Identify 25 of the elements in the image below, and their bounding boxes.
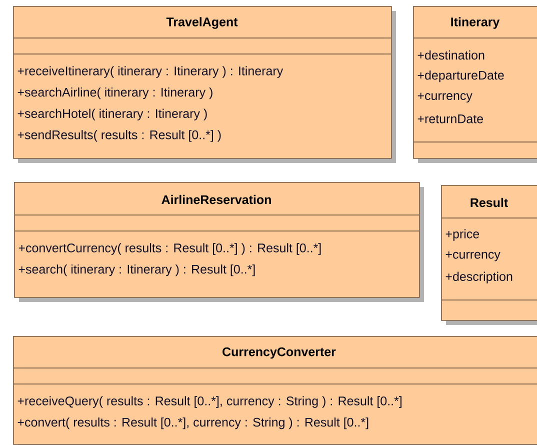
operation: +convertCurrency( results : Result [0..*] ) : Result [0..*] [18, 243, 321, 255]
class-box [14, 182, 424, 302]
class-name: AirlineReservation [162, 194, 271, 204]
class-box [412, 6, 537, 163]
class-name: CurrencyConverter [222, 347, 336, 359]
class-box [12, 6, 396, 163]
operation: +searchHotel( itinerary : Itinerary ) [18, 108, 207, 120]
class-name: TravelAgent [166, 17, 238, 29]
attribute: +price [446, 229, 480, 241]
operation: +sendResults( results : Result [0..*] ) [18, 130, 221, 142]
operation: +search( itinerary : Itinerary ) : Result [0..*] [18, 264, 255, 276]
class-box [440, 185, 537, 325]
attribute: +returnDate [418, 114, 483, 124]
operation: +convert( results : Result [0..*], currency : String ) : Result [0..*] [18, 417, 368, 430]
attribute: +departureDate [418, 70, 504, 82]
operation: +receiveQuery( results : Result [0..*], currency : String ) : Result [0..*] [18, 396, 402, 408]
attribute: +currency [418, 92, 472, 102]
attribute: +destination [418, 50, 484, 60]
class-box [12, 336, 537, 445]
attribute: +description [446, 272, 512, 284]
class-name: Itinerary [451, 17, 500, 29]
operation: +receiveItinerary( itinerary : Itinerary ) : Itinerary [18, 66, 284, 78]
operation: +searchAirline( itinerary : Itinerary ) [18, 87, 212, 100]
attribute: +currency [446, 251, 500, 262]
class-name: Result [470, 198, 508, 208]
